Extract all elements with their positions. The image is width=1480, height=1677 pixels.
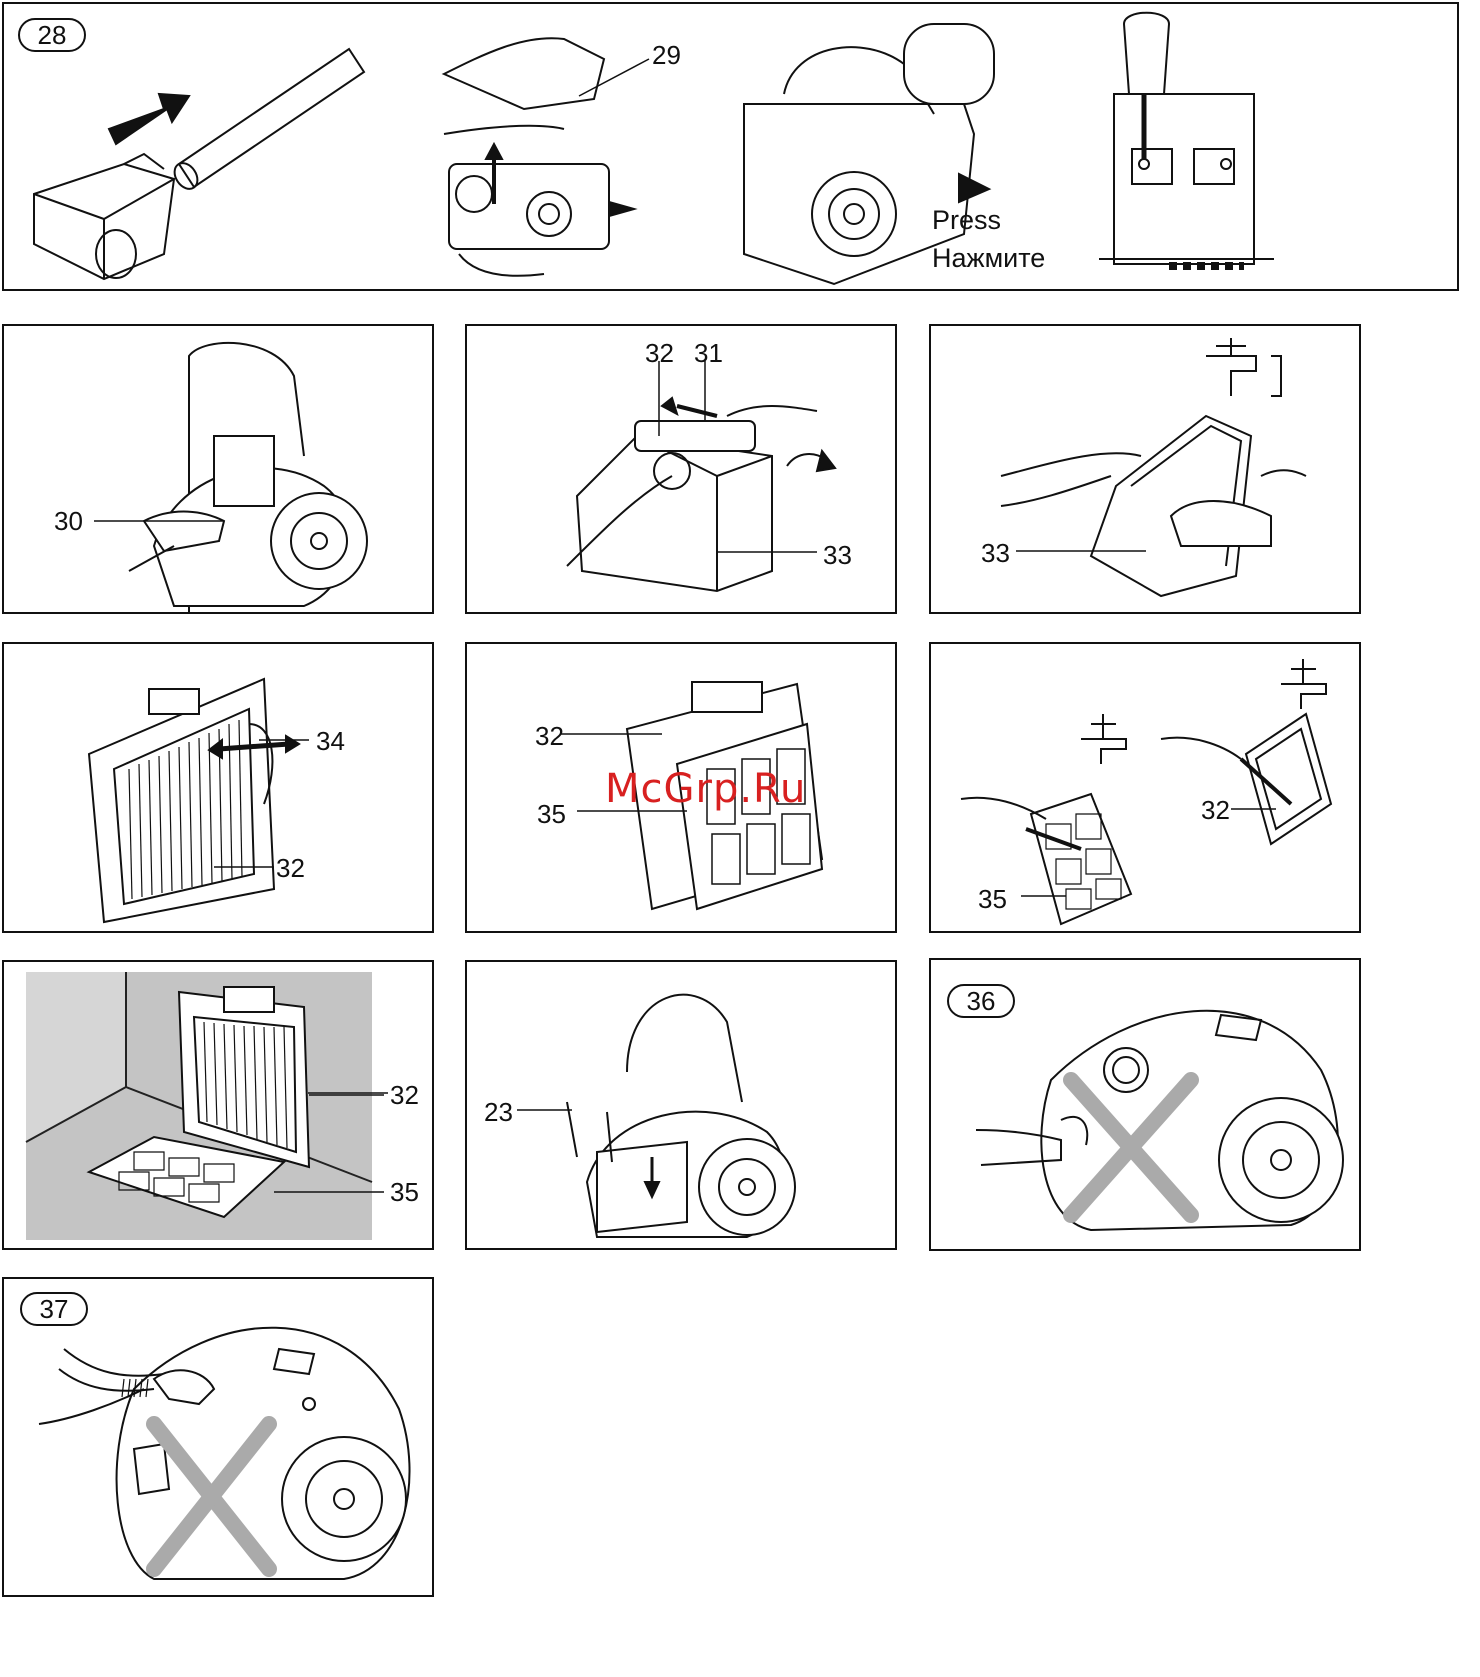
- callout-33: 33: [823, 542, 852, 568]
- dust-container-illustration: [467, 326, 897, 614]
- callout-34: 34: [316, 728, 345, 754]
- watermark: McGrp.Ru: [605, 766, 806, 812]
- callout-32: 32: [390, 1082, 419, 1108]
- dry-filters-illustration: [4, 962, 434, 1250]
- callout-31: 31: [694, 340, 723, 366]
- no-operate-without-container-illustration: [931, 960, 1361, 1251]
- panel-filter-parts: 32 35 McGrp.Ru: [465, 642, 897, 933]
- callout-35: 35: [978, 886, 1007, 912]
- panel-step-37: 37: [2, 1277, 434, 1597]
- wash-container-illustration: [931, 326, 1361, 614]
- callout-35: 35: [390, 1179, 419, 1205]
- panel-remove-container: 32 31 33: [465, 324, 897, 614]
- callout-32: 32: [1201, 797, 1230, 823]
- callout-32: 32: [645, 340, 674, 366]
- callout-35: 35: [537, 801, 566, 827]
- panel-insert-container: 23: [465, 960, 897, 1250]
- callout-23: 23: [484, 1099, 513, 1125]
- panel-wash-container: 33: [929, 324, 1361, 614]
- vacuum-open-lid-illustration: [4, 326, 434, 614]
- insert-container-illustration: [467, 962, 897, 1250]
- filter-frame-illustration: [4, 644, 434, 933]
- callout-32: 32: [535, 723, 564, 749]
- panel-step-28: 28: [2, 2, 1459, 291]
- callout-30: 30: [54, 508, 83, 534]
- leader-29: [4, 4, 1459, 291]
- no-operate-without-hose-illustration: [4, 1279, 434, 1597]
- panel-open-lid: 30: [2, 324, 434, 614]
- panel-step-36: 36: [929, 958, 1361, 1251]
- panel-wash-filters: 35 32: [929, 642, 1361, 933]
- panel-dry-filters: 32 35: [2, 960, 434, 1250]
- callout-33: 33: [981, 540, 1010, 566]
- panel-remove-filter: 34 32: [2, 642, 434, 933]
- callout-32: 32: [276, 855, 305, 881]
